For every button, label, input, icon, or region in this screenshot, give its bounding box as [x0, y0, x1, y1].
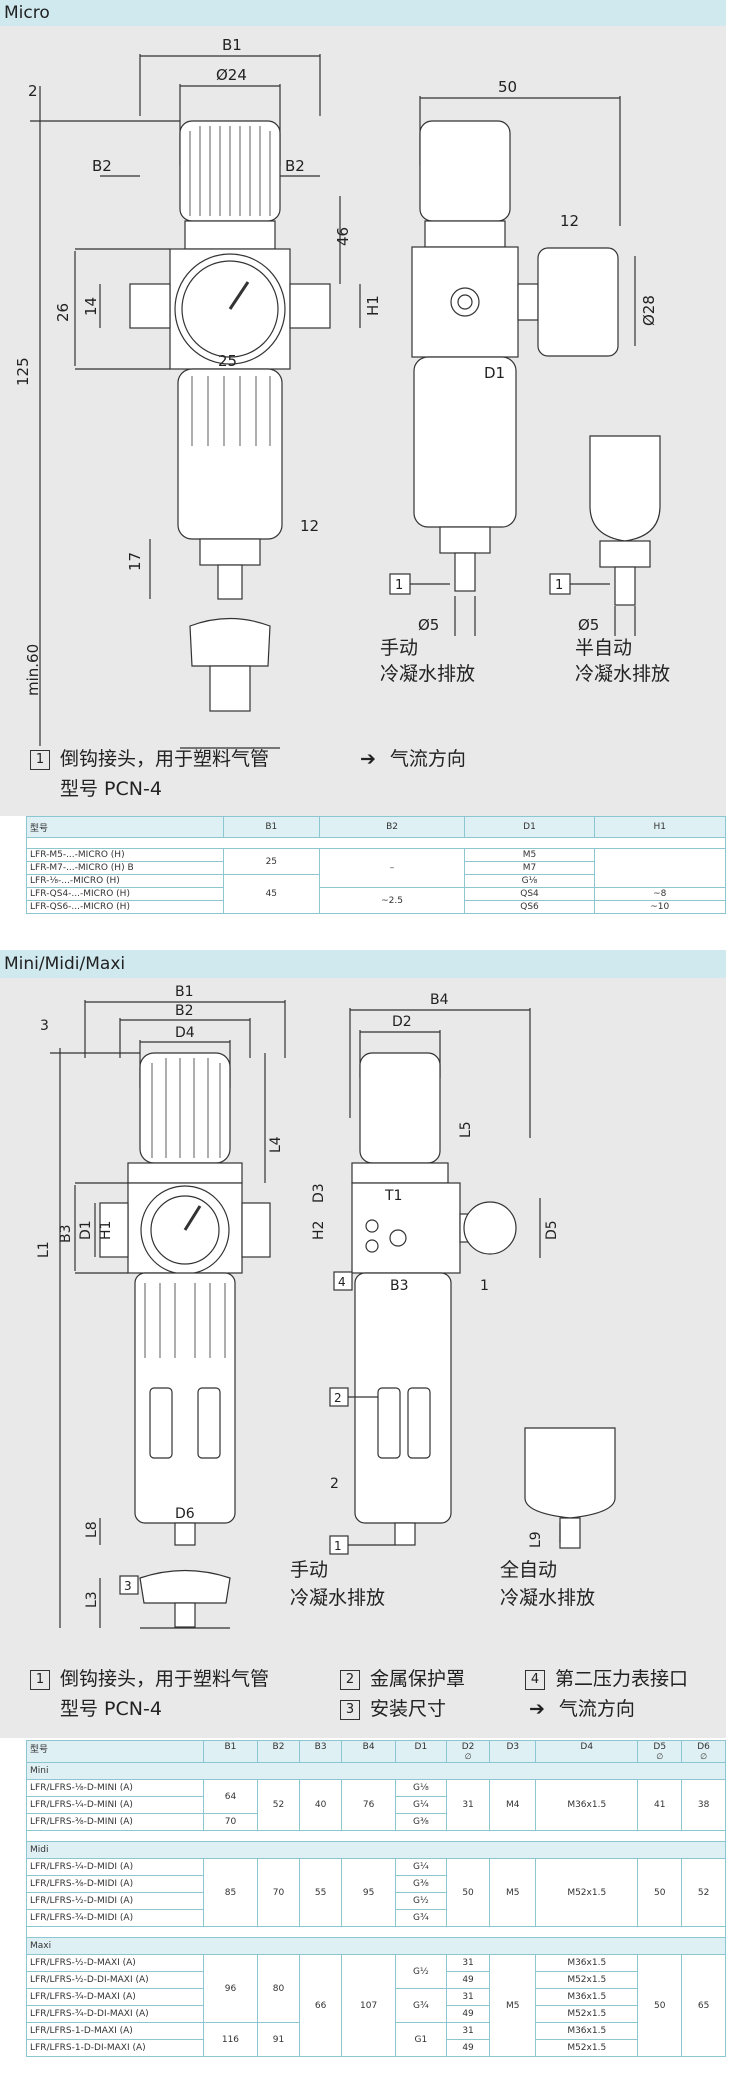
dim-t1: T1	[384, 1188, 402, 1204]
dim-min60: min.60	[24, 644, 42, 696]
dim-b3-right: B3	[390, 1278, 409, 1294]
dim-c2: 2	[330, 1476, 339, 1492]
dim-l5: L5	[458, 1121, 474, 1138]
dim-17: 17	[126, 552, 144, 571]
dim-d24: Ø24	[216, 66, 247, 84]
dim-l8: L8	[84, 1521, 100, 1538]
dim-25: 25	[218, 352, 237, 370]
callout-1-a: 1	[395, 578, 403, 593]
dim-3: 3	[40, 1018, 49, 1034]
micro-legend-flow: ➔ 气流方向	[360, 744, 466, 774]
dim-b2: B2	[175, 1003, 194, 1019]
table-row: LFR/LFRS-⅛-D-MINI (A) 64 52 40 76 G⅛ 31 …	[26, 1779, 726, 1831]
dim-c12-left: 12	[300, 517, 319, 535]
dim-l9: L9	[528, 1531, 544, 1548]
col-model: 型号	[26, 816, 224, 838]
drain-manual-line2: 冷凝水排放	[380, 663, 475, 685]
callout-1: 1	[334, 1539, 342, 1553]
drain-semi-line2: 冷凝水排放	[575, 663, 670, 685]
legend-1-type: 型号 PCN-4	[60, 778, 162, 800]
callout-4: 4	[338, 1275, 346, 1289]
dim-c12-right: 12	[560, 212, 579, 230]
table-row: LFR-QS6-...-MICRO (H) QS6 ~10	[26, 900, 727, 914]
dim-d3: D3	[311, 1183, 327, 1203]
flow-direction-label: 气流方向	[389, 748, 466, 770]
dim-b1: B1	[175, 984, 194, 1000]
table-row: LFR/LFRS-¼-D-MIDI (A) 85 70 55 95 G¼ 50 …	[26, 1858, 726, 1927]
dim-d1: D1	[78, 1220, 94, 1240]
legend-1-number: 1	[30, 749, 50, 770]
drain-semi-line1: 半自动	[575, 637, 632, 659]
table-row: LFR-M5-...-MICRO (H) 25 – M5	[26, 848, 727, 888]
callout-3: 3	[124, 1579, 132, 1593]
callout-2: 2	[334, 1391, 342, 1405]
dim-d28: Ø28	[640, 295, 658, 326]
mmm-drain-manual-line1: 手动	[290, 1559, 328, 1581]
dim-26: 26	[54, 303, 72, 322]
dim-2: 2	[28, 82, 38, 100]
table-row: LFR/LFRS-⅜-D-MIDI (A)G⅜	[26, 1875, 726, 1893]
dim-125: 125	[14, 357, 32, 386]
legend-1-text: 倒钩接头，用于塑料气管	[60, 748, 270, 770]
table-row: LFR-⅛-...-MICRO (H) 45 G⅛	[26, 874, 726, 914]
dim-d5-b: Ø5	[578, 616, 599, 634]
table-row: LFR-QS4-...-MICRO (H) ~2.5 QS4 ~8	[26, 887, 727, 914]
mmm-drain-full-line1: 全自动	[500, 1559, 557, 1581]
dim-d4: D4	[175, 1025, 195, 1041]
dim-l3: L3	[84, 1591, 100, 1608]
micro-legend: 1 倒钩接头，用于塑料气管 型号 PCN-4	[30, 744, 269, 804]
flow-arrow-icon: ➔	[529, 1698, 545, 1720]
mmm-section-title: Mini/Midi/Maxi	[0, 950, 726, 978]
col-b2: B2	[318, 816, 466, 838]
dim-c1: 1	[480, 1278, 489, 1294]
table-row: LFR/LFRS-⅜-D-MINI (A) 70 G⅜	[26, 1813, 726, 1831]
mmm-drain-full-line2: 冷凝水排放	[500, 1587, 595, 1609]
col-d1: D1	[464, 816, 595, 838]
mmm-drawing: B1 B2 D4 3 L4 B3 D1 H1 L1 L8 D6 L3 3 B4 …	[36, 984, 616, 1629]
table-row: LFR-M7-...-MICRO (H) B M7	[26, 861, 726, 875]
dim-d1: D1	[484, 364, 505, 382]
mmm-table: 型号 B1 B2 B3 B4 D1 D2∅ D3 D4 D5∅ D6∅ Mini…	[26, 1740, 726, 2057]
dim-l1: L1	[36, 1241, 52, 1258]
mmm-drawing-panel: B1 B2 D4 3 L4 B3 D1 H1 L1 L8 D6 L3 3 B4 …	[0, 978, 726, 1738]
col-b1: B1	[223, 816, 320, 838]
drain-manual-line1: 手动	[380, 637, 418, 659]
dim-14: 14	[82, 297, 100, 316]
dim-h2: H2	[311, 1221, 327, 1240]
dim-b2-left: B2	[92, 157, 112, 175]
dim-b1: B1	[222, 36, 242, 54]
dim-h1: H1	[98, 1221, 114, 1240]
dim-b3: B3	[58, 1224, 74, 1243]
dim-d5-a: Ø5	[418, 616, 439, 634]
dim-46: 46	[334, 227, 352, 246]
dim-d6: D6	[175, 1506, 195, 1522]
table-row: LFR/LFRS-½-D-MAXI (A) 96 80 66 107 G½ 31…	[26, 1954, 726, 2057]
col-h1: H1	[593, 816, 727, 838]
micro-drawing-panel: B1 Ø24 B2 B2 2 125 26 14 46 H1 25 12 17 …	[0, 26, 726, 816]
dim-d2: D2	[392, 1014, 412, 1030]
dim-b4: B4	[430, 992, 449, 1008]
dim-h1: H1	[364, 295, 382, 316]
micro-drawing: B1 Ø24 B2 B2 2 125 26 14 46 H1 25 12 17 …	[14, 36, 670, 749]
dim-d5: D5	[544, 1220, 560, 1240]
micro-table: 型号 B1 B2 D1 H1 LFR-M5-...-MICRO (H) 25 –…	[26, 816, 727, 914]
micro-section-title: Micro	[0, 0, 726, 26]
callout-1-b: 1	[555, 578, 563, 593]
dim-l4: L4	[268, 1136, 284, 1153]
flow-arrow-icon: ➔	[360, 748, 376, 770]
dim-50: 50	[498, 78, 517, 96]
mmm-drain-manual-line2: 冷凝水排放	[290, 1587, 385, 1609]
dim-b2-right: B2	[285, 157, 305, 175]
